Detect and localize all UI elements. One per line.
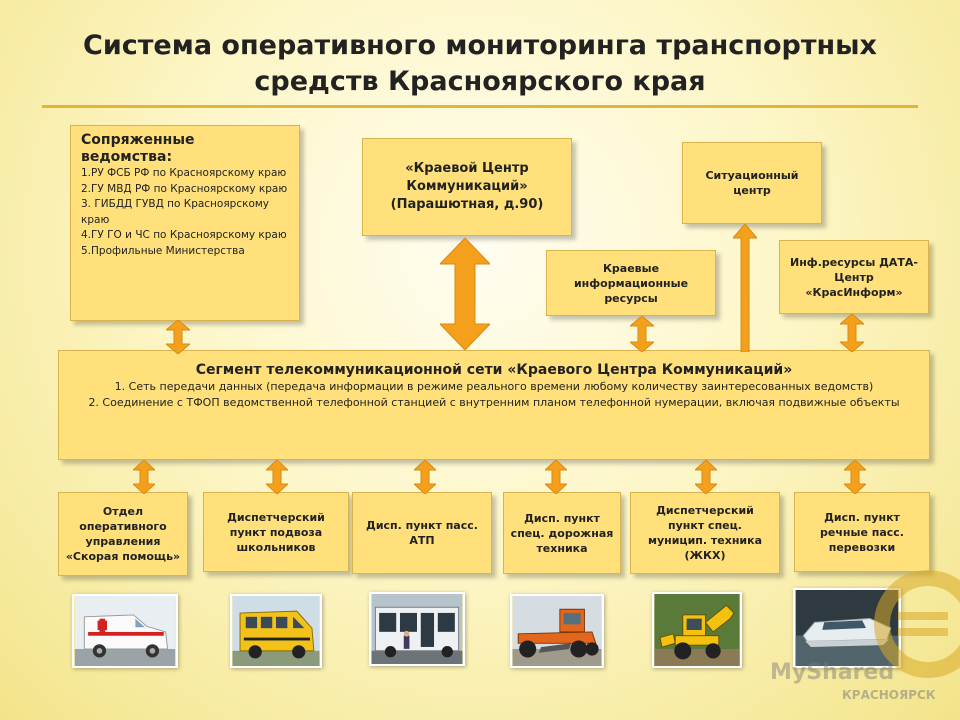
- backhoe-loader-photo: [652, 592, 742, 668]
- double-arrow-icon: [440, 238, 490, 350]
- double-arrow-icon: [545, 460, 567, 494]
- watermark-city: КРАСНОЯРСК: [842, 688, 936, 702]
- network-segment-box: Сегмент телекоммуникационной сети «Краев…: [58, 350, 930, 460]
- watermark-coin-icon: [874, 570, 960, 678]
- unit-school-bus-box: Диспетчерский пункт подвоза школьников: [203, 492, 349, 572]
- road-grader-photo: [510, 594, 604, 668]
- double-arrow-icon: [133, 460, 155, 494]
- slide-title: Система оперативного мониторинга транспо…: [83, 30, 877, 97]
- double-arrow-icon: [630, 316, 654, 352]
- agencies-box: Сопряженные ведомства: 1.РУ ФСБ РФ по Кр…: [70, 125, 300, 321]
- double-arrow-icon: [266, 460, 288, 494]
- unit-ambulance-box: Отдел оперативного управления «Скорая по…: [58, 492, 188, 576]
- double-arrow-icon: [695, 460, 717, 494]
- unit-municipal-machinery-box: Диспетчерский пункт спец. муницип. техни…: [630, 492, 780, 574]
- double-arrow-icon: [733, 224, 757, 352]
- title-underline: [42, 105, 918, 108]
- passenger-bus-photo: [369, 592, 465, 666]
- agency-item: 1.РУ ФСБ РФ по Красноярскому краю: [81, 167, 287, 179]
- agencies-heading: Сопряженные ведомства:: [81, 132, 195, 165]
- double-arrow-icon: [414, 460, 436, 494]
- data-center-box: Инф.ресурсы ДАТА-Центр «КрасИнформ»: [779, 240, 929, 314]
- school-bus-photo: [230, 594, 322, 668]
- network-segment-item: 2. Соединение с ТФОП ведомственной телеф…: [88, 396, 900, 409]
- communication-center-address: (Парашютная, д.90): [390, 197, 544, 212]
- double-arrow-icon: [840, 314, 864, 352]
- agency-item: 2.ГУ МВД РФ по Красноярскому краю: [81, 182, 288, 195]
- communication-center-box: «Краевой Центр Коммуникаций» (Парашютная…: [362, 138, 572, 236]
- communication-center-name: «Краевой Центр Коммуникаций»: [405, 161, 529, 194]
- situation-center-box: Ситуационный центр: [682, 142, 822, 224]
- watermark-brand: MyShared: [770, 660, 895, 685]
- network-segment-heading: Сегмент телекоммуникационной сети «Краев…: [195, 362, 793, 378]
- unit-river-transport-box: Дисп. пункт речные пасс. перевозки: [794, 492, 930, 572]
- regional-resources-box: Краевые информационные ресурсы: [546, 250, 716, 316]
- ambulance-photo: [72, 594, 178, 668]
- double-arrow-icon: [844, 460, 866, 494]
- network-segment-item: 1. Сеть передачи данных (передача информ…: [114, 380, 874, 393]
- agency-item: 3. ГИБДД ГУВД по Красноярскому краю: [81, 198, 270, 226]
- unit-road-machinery-box: Дисп. пункт спец. дорожная техника: [503, 492, 621, 574]
- agency-item: 4.ГУ ГО и ЧС по Красноярскому краю: [81, 229, 287, 242]
- unit-passenger-atp-box: Дисп. пункт пасс. АТП: [352, 492, 492, 574]
- agency-item: 5.Профильные Министерства: [81, 244, 245, 257]
- double-arrow-icon: [166, 320, 190, 354]
